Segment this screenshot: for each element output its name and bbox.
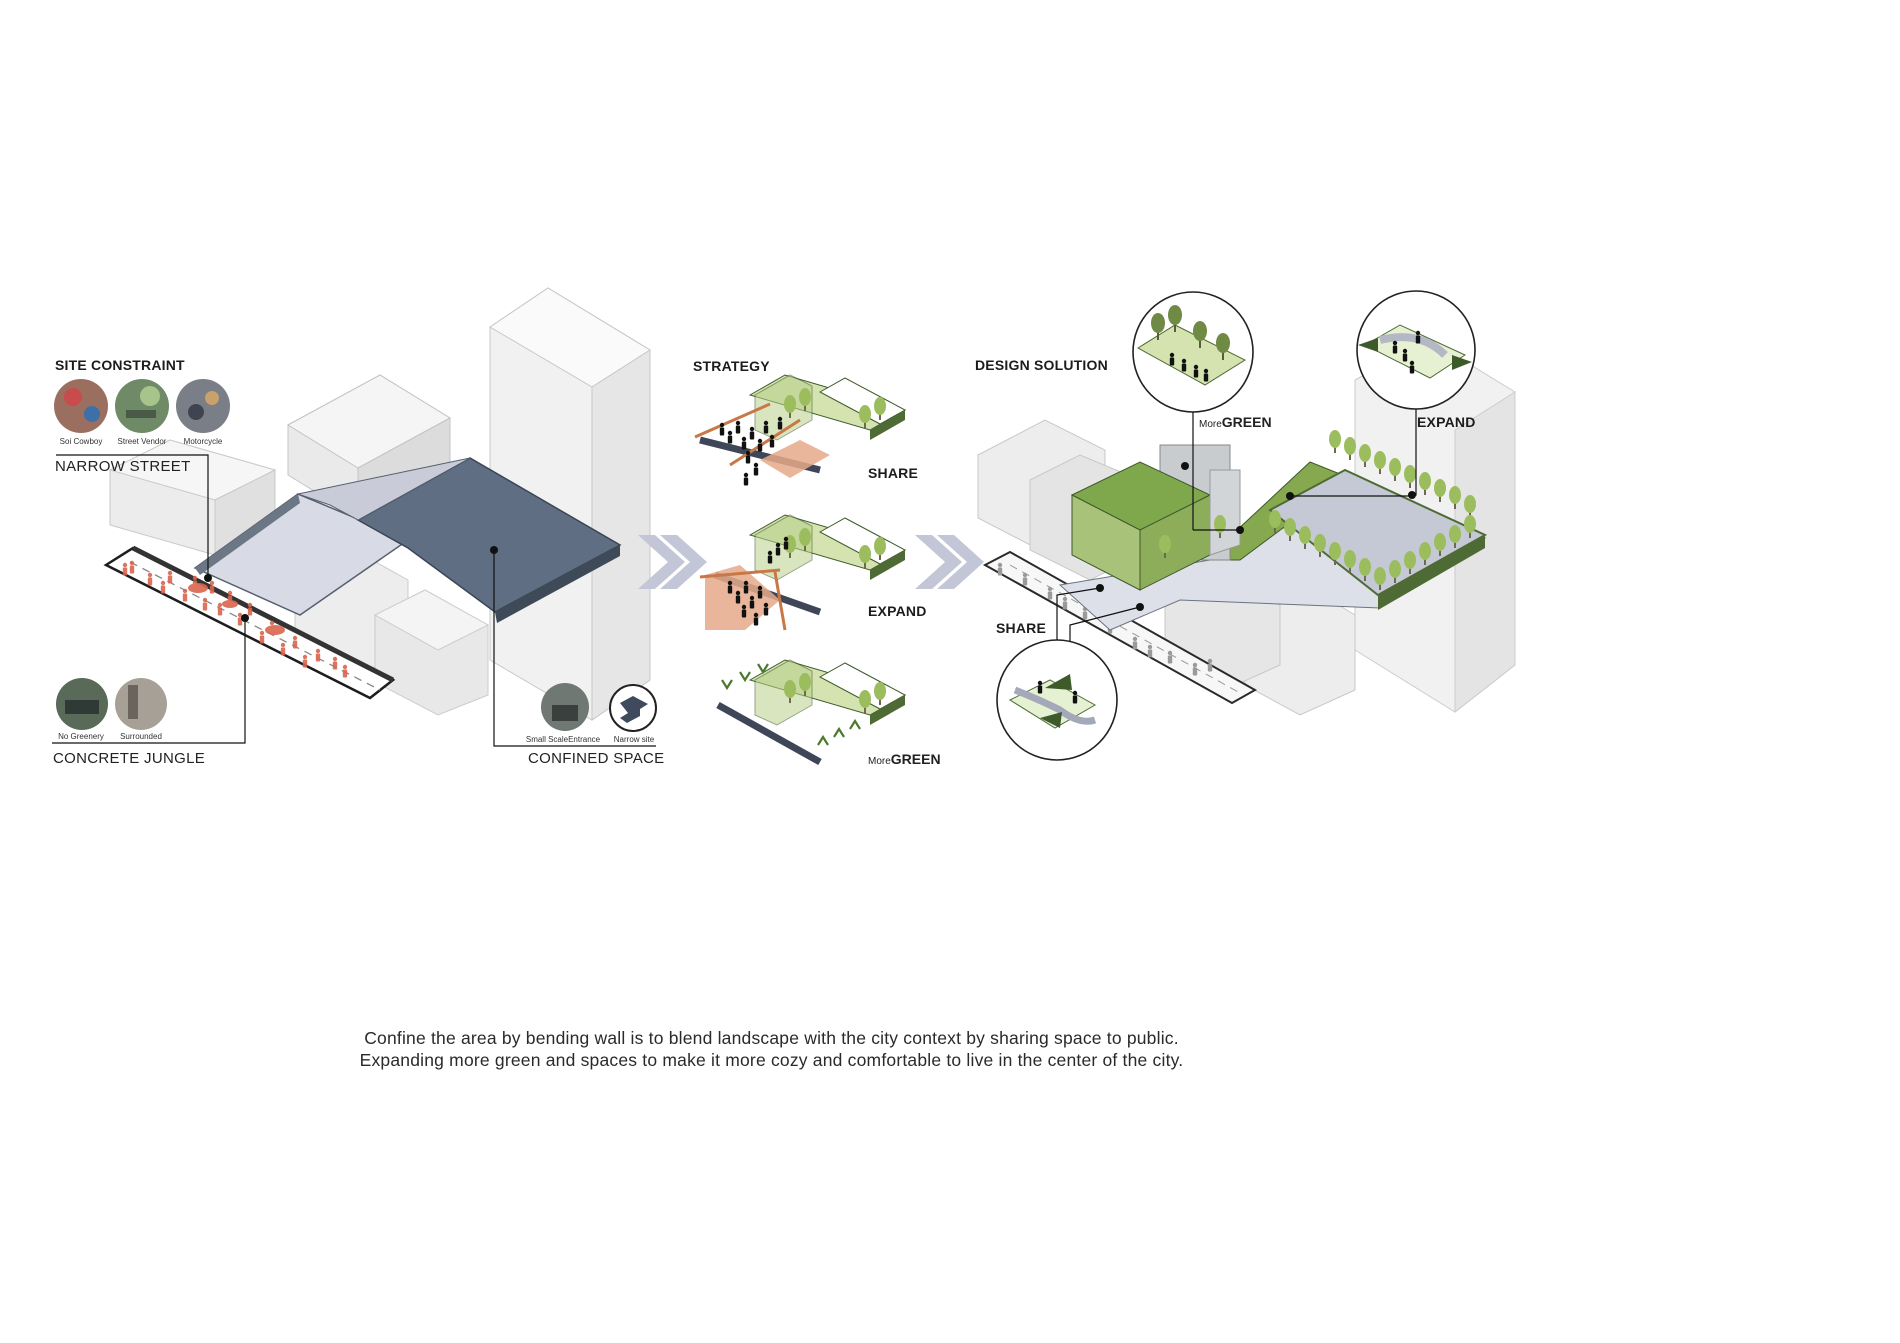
design-solution-title: DESIGN SOLUTION — [975, 357, 1108, 373]
site-photo-icon — [54, 379, 589, 731]
photo-caption-motorcycle: Motorcycle — [183, 437, 223, 446]
confined-space-label: CONFINED SPACE — [528, 750, 665, 767]
footer-caption-line-1: Confine the area by bending wall is to b… — [364, 1028, 1179, 1048]
photo-caption-surrounded: Surrounded — [120, 732, 162, 741]
narrow-site-icon — [609, 684, 657, 732]
design-solution-diagram — [977, 290, 1516, 761]
footer-caption-line-2: Expanding more green and spaces to make … — [359, 1050, 1184, 1070]
site-wall-dark — [495, 545, 620, 623]
callout-share — [996, 584, 1144, 761]
strategy-module-share — [694, 374, 907, 486]
green-word: GREEN — [1221, 414, 1272, 430]
left-blocks — [108, 439, 277, 556]
narrow-street-label: NARROW STREET — [55, 458, 191, 475]
strategy-diagrams — [694, 374, 907, 766]
design-expand-label: EXPAND — [1417, 414, 1476, 430]
photo-caption-soi-cowboy: Soi Cowboy — [59, 437, 103, 446]
street-crowd — [122, 560, 348, 678]
tall-tower-block — [489, 287, 651, 721]
photo-caption-no-greenery: No Greenery — [58, 732, 104, 741]
callout-expand — [1286, 290, 1476, 500]
site-wall-light — [195, 494, 300, 575]
chevron-right-icon — [915, 535, 984, 589]
leader-lines — [52, 454, 656, 747]
photo-caption-small-entrance: Small ScaleEntrance — [525, 735, 601, 744]
more-prefix: More — [868, 756, 891, 767]
design-share-label: SHARE — [996, 620, 1047, 636]
strategy-title: STRATEGY — [693, 358, 770, 374]
strategy-expand-label: EXPAND — [868, 603, 927, 619]
concept-diagram — [52, 287, 1516, 766]
site-constraint-title: SITE CONSTRAINT — [55, 357, 185, 373]
chevron-right-icon — [638, 535, 707, 589]
strategy-more-green-label: MoreGREEN — [868, 751, 941, 769]
more-prefix: More — [1199, 419, 1222, 430]
photo-caption-street-vendor: Street Vendor — [117, 437, 167, 446]
strategy-module-expand — [699, 514, 907, 631]
photo-caption-narrow-site: Narrow site — [613, 735, 655, 744]
design-more-green-label: MoreGREEN — [1199, 414, 1272, 432]
green-word: GREEN — [890, 751, 941, 767]
callout-more-green — [1132, 291, 1254, 534]
strategy-share-label: SHARE — [868, 465, 919, 481]
site-constraint-diagram — [52, 287, 657, 747]
concrete-jungle-label: CONCRETE JUNGLE — [53, 750, 206, 767]
strategy-module-green — [716, 659, 907, 766]
